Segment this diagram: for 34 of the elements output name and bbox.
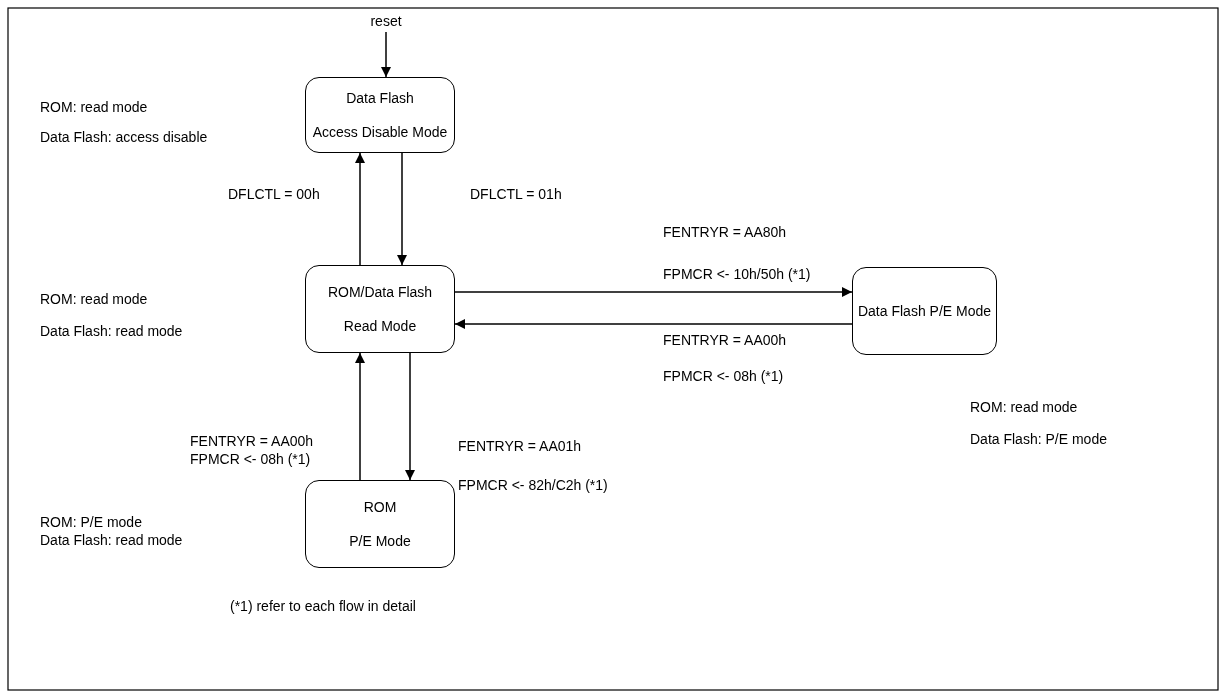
mode-note: Data Flash: P/E mode [970, 430, 1108, 448]
state-box [305, 265, 455, 353]
footnote: (*1) refer to each flow in detail [230, 598, 416, 614]
state-box [852, 267, 997, 355]
arrow [405, 352, 415, 481]
mode-note: Data Flash: read mode [40, 322, 184, 340]
edge-label: FENTRYR = AA00h FPMCR <- 08h (*1) [190, 432, 315, 468]
state-name: Data Flash [346, 90, 414, 106]
edge-label: FENTRYR = AA01h FPMCR <- 82h/C2h (*1) [458, 437, 609, 495]
mode-note: Data Flash: read mode [40, 531, 184, 549]
start-label: reset [364, 10, 408, 32]
arrow [355, 352, 365, 481]
state-box [305, 480, 455, 568]
mode-note: ROM: read mode [40, 98, 149, 116]
mode-note: ROM: P/E mode [40, 513, 143, 531]
state-name: Data Flash P/E Mode [857, 303, 992, 319]
mode-note: ROM: read mode [970, 398, 1079, 416]
arrow [454, 319, 853, 329]
edge-label: DFLCTL = 00h [228, 186, 321, 203]
arrow [381, 31, 391, 78]
state-name: P/E Mode [349, 533, 411, 549]
state-name: ROM/Data Flash [327, 284, 433, 300]
mode-note: Data Flash: access disable [40, 128, 209, 146]
state-name: ROM [363, 499, 397, 515]
state-name: Read Mode [343, 318, 417, 334]
edge-label: FENTRYR = AA00h FPMCR <- 08h (*1) [663, 331, 788, 386]
arrow [397, 152, 407, 266]
arrow [454, 287, 853, 297]
state-name: Access Disable Mode [312, 124, 448, 140]
state-box [305, 77, 455, 153]
edge-label: DFLCTL = 01h [470, 186, 563, 203]
edge-label: FENTRYR = AA80h FPMCR <- 10h/50h (*1) [663, 223, 812, 284]
mode-note: ROM: read mode [40, 290, 149, 308]
arrow [355, 152, 365, 266]
